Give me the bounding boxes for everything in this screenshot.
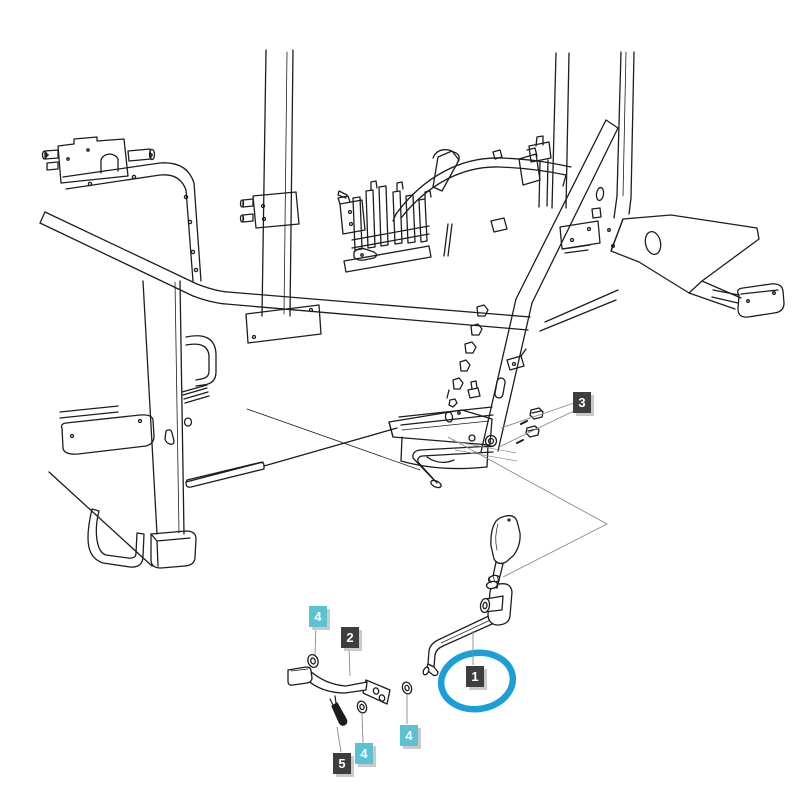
callout-label-3-2[interactable]: 3 bbox=[573, 392, 591, 413]
rear-strut bbox=[480, 119, 619, 453]
left-post bbox=[239, 49, 300, 317]
bracket-bar-drawing bbox=[287, 666, 391, 705]
washer-drawings bbox=[307, 653, 413, 714]
frame-drawing bbox=[39, 49, 785, 569]
callout-label-1-0[interactable]: 1 bbox=[466, 666, 484, 687]
callout-label-4-4[interactable]: 4 bbox=[400, 725, 418, 746]
callout-label-5-6[interactable]: 5 bbox=[333, 753, 351, 774]
side-panel bbox=[245, 304, 489, 471]
mount-platform bbox=[388, 380, 498, 489]
bracket-cluster bbox=[337, 180, 508, 273]
left-leg bbox=[48, 280, 398, 569]
lever-drawing bbox=[422, 514, 521, 677]
top-left-bracket bbox=[41, 136, 156, 184]
right-posts bbox=[528, 51, 635, 219]
bolt-drawings bbox=[516, 407, 544, 444]
leader-lines bbox=[314, 402, 608, 753]
main-beam bbox=[39, 211, 619, 332]
callout-label-4-3[interactable]: 4 bbox=[309, 606, 327, 627]
cotter-pin-drawing bbox=[329, 695, 348, 726]
callout-label-4-5[interactable]: 4 bbox=[355, 743, 373, 764]
right-bracket-plate bbox=[559, 186, 785, 318]
curved-rail bbox=[62, 162, 202, 282]
callout-label-2-1[interactable]: 2 bbox=[341, 627, 359, 648]
